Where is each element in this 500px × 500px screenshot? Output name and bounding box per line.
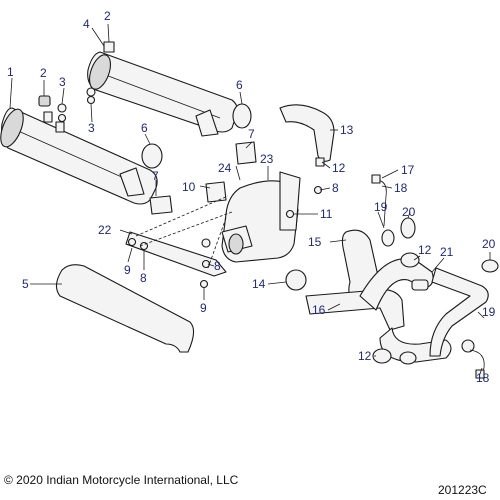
callout-label: 16 bbox=[312, 303, 326, 317]
copyright-notice: © 2020 Indian Motorcycle International, … bbox=[4, 473, 239, 487]
callout-label: 17 bbox=[401, 163, 415, 177]
callout-label: 6 bbox=[141, 121, 148, 135]
upper-muffler bbox=[87, 41, 238, 137]
callout-label: 19 bbox=[482, 305, 496, 319]
callout-label: 24 bbox=[218, 161, 232, 175]
callout-label: 2 bbox=[104, 9, 111, 23]
clamp-lower bbox=[141, 143, 163, 169]
callout-label: 19 bbox=[374, 200, 388, 214]
callout-label: 18 bbox=[476, 371, 490, 385]
lower-muffler bbox=[0, 107, 158, 205]
callout-label: 21 bbox=[440, 245, 454, 259]
callout-label: 7 bbox=[152, 169, 159, 183]
callout-label: 1 bbox=[7, 65, 14, 79]
diagram-code: 201223C bbox=[438, 483, 487, 497]
callout-label: 14 bbox=[252, 277, 266, 291]
callout-label: 20 bbox=[402, 205, 416, 219]
callout-label: 7 bbox=[248, 127, 255, 141]
head-pipes bbox=[305, 229, 489, 363]
callout-label: 20 bbox=[482, 237, 496, 251]
callout-label: 10 bbox=[182, 180, 196, 194]
coupler-pipes bbox=[149, 141, 257, 215]
callout-label: 3 bbox=[59, 75, 66, 89]
bracket-assembly bbox=[201, 171, 301, 263]
callout-label: 12 bbox=[418, 243, 432, 257]
callout-label: 12 bbox=[332, 161, 346, 175]
callout-label: 2 bbox=[40, 66, 47, 80]
callout-label: 11 bbox=[320, 207, 333, 221]
clamp-upper bbox=[232, 103, 252, 129]
callout-label: 8 bbox=[214, 259, 221, 273]
sensors-hardware bbox=[285, 157, 499, 379]
callout-label: 12 bbox=[358, 349, 372, 363]
hardware-left bbox=[38, 87, 96, 123]
callout-label: 15 bbox=[308, 235, 322, 249]
callout-label: 8 bbox=[140, 271, 147, 285]
callout-label: 9 bbox=[200, 301, 207, 315]
callout-label: 5 bbox=[22, 277, 29, 291]
callout-label: 18 bbox=[394, 181, 408, 195]
callout-labels: 4 2 1 2 3 3 6 6 7 13 24 23 12 17 7 10 8 … bbox=[7, 9, 496, 385]
callout-label: 8 bbox=[332, 181, 339, 195]
band-clamp bbox=[285, 269, 307, 291]
callout-label: 9 bbox=[124, 263, 131, 277]
callout-label: 23 bbox=[260, 152, 274, 166]
heat-shield bbox=[279, 104, 335, 162]
lower-heat-shield bbox=[55, 264, 195, 353]
callout-label: 4 bbox=[83, 17, 90, 31]
callout-label: 6 bbox=[236, 78, 243, 92]
leader-lines bbox=[9, 23, 491, 375]
callout-label: 13 bbox=[340, 123, 354, 137]
mounting-strap bbox=[125, 231, 227, 277]
callout-label: 22 bbox=[98, 223, 112, 237]
callout-label: 3 bbox=[88, 121, 95, 135]
